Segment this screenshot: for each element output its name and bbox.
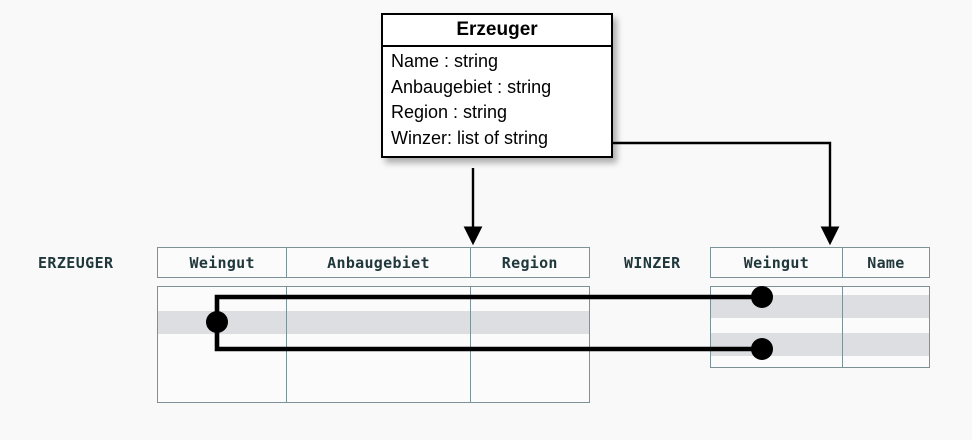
table-cell	[711, 287, 843, 295]
table-row[interactable]	[158, 311, 589, 334]
arrow-winzer-attribute-to-winzer-table	[613, 141, 840, 246]
column-header-weingut: Weingut	[158, 248, 288, 277]
table-row[interactable]	[158, 287, 589, 311]
column-header-weingut: Weingut	[711, 248, 843, 277]
table-cell	[843, 295, 929, 318]
table-header-erzeuger: Weingut Anbaugebiet Region	[157, 247, 590, 278]
table-cell	[711, 333, 843, 356]
uml-attribute-list: Name : string Anbaugebiet : string Regio…	[383, 47, 611, 156]
table-cell	[843, 333, 929, 356]
uml-class-name: Erzeuger	[383, 15, 611, 47]
table-cell	[158, 287, 287, 311]
table-cell	[471, 334, 589, 368]
table-cell	[158, 334, 287, 368]
table-row[interactable]	[711, 318, 929, 333]
table-body-erzeuger	[157, 286, 590, 403]
table-cell	[471, 368, 589, 402]
table-row[interactable]	[711, 333, 929, 356]
table-cell	[287, 334, 471, 368]
table-cell	[471, 287, 589, 311]
table-cell	[711, 356, 843, 367]
uml-attribute: Anbaugebiet : string	[391, 76, 552, 97]
table-cell	[471, 311, 589, 334]
table-row[interactable]	[158, 368, 589, 402]
table-cell	[843, 287, 929, 295]
table-cell	[287, 368, 471, 402]
table-row[interactable]	[158, 334, 589, 368]
column-header-region: Region	[501, 253, 558, 272]
table-cell	[711, 318, 843, 333]
table-cell	[843, 356, 929, 367]
column-header-name: Name	[867, 253, 905, 272]
uml-attribute: Region : string	[391, 102, 508, 123]
uml-attribute: Name : string	[391, 50, 499, 71]
table-cell	[158, 368, 287, 402]
table-row[interactable]	[711, 287, 929, 295]
table-cell	[843, 318, 929, 333]
table-cell	[711, 295, 843, 318]
table-cell	[287, 311, 471, 334]
table-row[interactable]	[711, 356, 929, 367]
uml-class-box: Erzeuger Name : string Anbaugebiet : str…	[381, 13, 613, 158]
table-label-erzeuger: ERZEUGER	[38, 254, 114, 272]
table-cell	[158, 311, 287, 334]
table-body-winzer	[710, 286, 930, 368]
column-header-anbaugebiet: Anbaugebiet	[287, 248, 471, 277]
table-cell	[287, 287, 471, 311]
table-header-winzer: Weingut Name	[710, 247, 930, 278]
uml-attribute: Winzer: list of string	[391, 128, 549, 149]
table-row[interactable]	[711, 295, 929, 318]
table-label-winzer: WINZER	[624, 254, 681, 272]
